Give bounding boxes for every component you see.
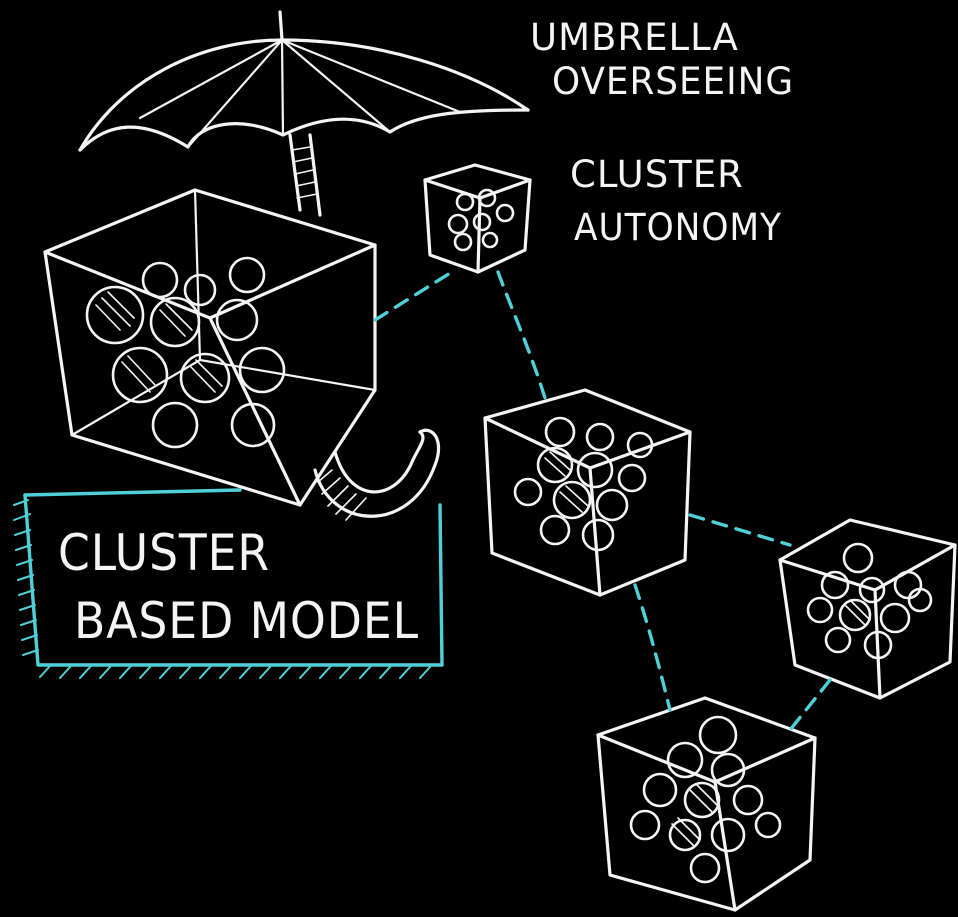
large-cluster-cube [45, 190, 375, 505]
bottom-cluster-cube [598, 698, 815, 910]
umbrella-canopy [80, 12, 528, 150]
small-cluster-cube [425, 165, 530, 272]
large-cube-members [87, 258, 284, 447]
connector-middle-to-bottom [635, 585, 670, 710]
umbrella-shaft [290, 135, 320, 215]
label-umbrella-line1: UMBRELLA [530, 16, 739, 59]
connector-middle-to-right [690, 515, 790, 545]
connector-large-to-small [375, 270, 455, 320]
connector-small-to-middle [498, 272, 545, 398]
label-umbrella-line2: OVERSEEING [552, 60, 794, 103]
middle-cluster-cube [485, 390, 690, 595]
label-autonomy-line2: AUTONOMY [574, 206, 782, 249]
label-model-line2: BASED MODEL [74, 592, 419, 650]
umbrella-handle [315, 430, 439, 520]
connector-right-to-bottom [790, 680, 830, 730]
right-cluster-cube [780, 520, 955, 698]
label-model-line1: CLUSTER [58, 524, 270, 582]
label-autonomy-line1: CLUSTER [570, 153, 744, 196]
